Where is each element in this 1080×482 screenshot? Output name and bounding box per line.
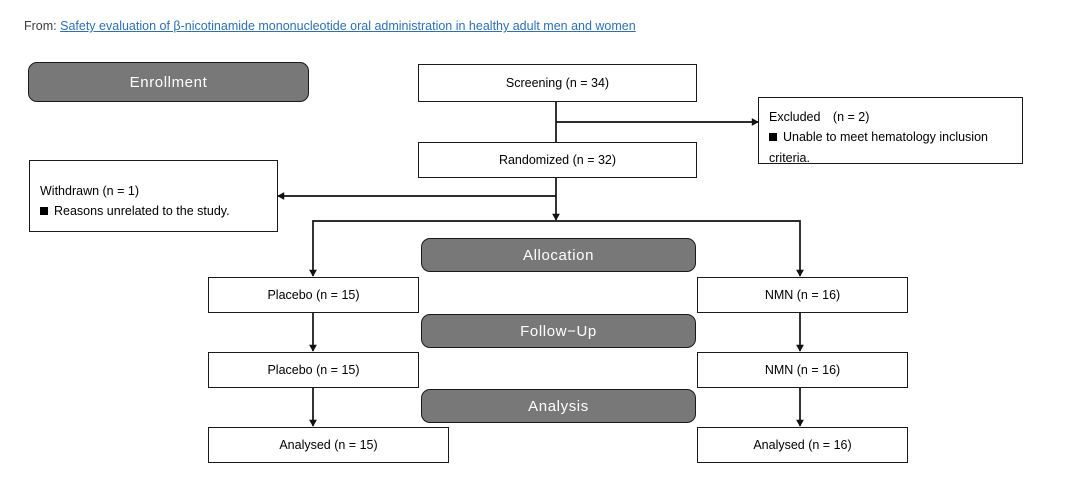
node-analysed-placebo-label: Analysed (n = 15): [279, 437, 378, 452]
source-article-link[interactable]: Safety evaluation of β-nicotinamide mono…: [60, 19, 636, 33]
stage-banner-followup: Follow−Up: [421, 314, 696, 348]
stage-banner-allocation: Allocation: [421, 238, 696, 272]
node-allocation-placebo-label: Placebo (n = 15): [267, 287, 360, 302]
stage-banner-followup-label: Follow−Up: [520, 322, 597, 340]
node-withdrawn-reason-line: Reasons unrelated to the study.: [40, 201, 230, 221]
node-withdrawn-reason: Reasons unrelated to the study.: [54, 204, 230, 219]
stage-banner-analysis: Analysis: [421, 389, 696, 423]
node-analysed-nmn: Analysed (n = 16): [697, 427, 908, 463]
source-line: From: Safety evaluation of β-nicotinamid…: [24, 19, 636, 33]
node-withdrawn-title: Withdrawn (n = 1): [40, 184, 139, 198]
wire-allocation-split-right: [556, 220, 804, 277]
node-randomized-label: Randomized (n = 32): [498, 152, 617, 167]
node-excluded-reason-line: Unable to meet hematology inclusion crit…: [769, 127, 1012, 168]
node-analysed-nmn-label: Analysed (n = 16): [753, 437, 852, 452]
node-followup-nmn-label: NMN (n = 16): [764, 362, 841, 377]
node-screening: Screening (n = 34): [418, 64, 697, 102]
node-allocation-nmn: NMN (n = 16): [697, 277, 908, 313]
source-prefix: From:: [24, 19, 57, 33]
node-excluded-reason: Unable to meet hematology inclusion crit…: [769, 130, 988, 165]
node-allocation-nmn-label: NMN (n = 16): [764, 287, 841, 302]
node-randomized: Randomized (n = 32): [418, 142, 697, 178]
node-excluded: Excluded (n = 2) Unable to meet hematolo…: [758, 97, 1023, 165]
stage-banner-enrollment: Enrollment: [28, 62, 309, 102]
node-screening-label: Screening (n = 34): [505, 75, 610, 90]
node-allocation-placebo: Placebo (n = 15): [208, 277, 419, 313]
stage-banner-allocation-label: Allocation: [522, 246, 595, 264]
stage-banner-enrollment-label: Enrollment: [129, 73, 208, 91]
bullet-square-icon: [769, 133, 777, 142]
node-excluded-title: Excluded (n = 2): [769, 110, 870, 124]
node-followup-nmn: NMN (n = 16): [697, 352, 908, 388]
bullet-square-icon: [40, 207, 48, 216]
node-analysed-placebo: Analysed (n = 15): [208, 427, 449, 463]
stage-banner-analysis-label: Analysis: [528, 397, 589, 415]
node-withdrawn: Withdrawn (n = 1) Reasons unrelated to t…: [29, 160, 278, 232]
node-followup-placebo: Placebo (n = 15): [208, 352, 419, 388]
wire-allocation-split-left: [309, 220, 556, 277]
node-followup-placebo-label: Placebo (n = 15): [267, 362, 360, 377]
